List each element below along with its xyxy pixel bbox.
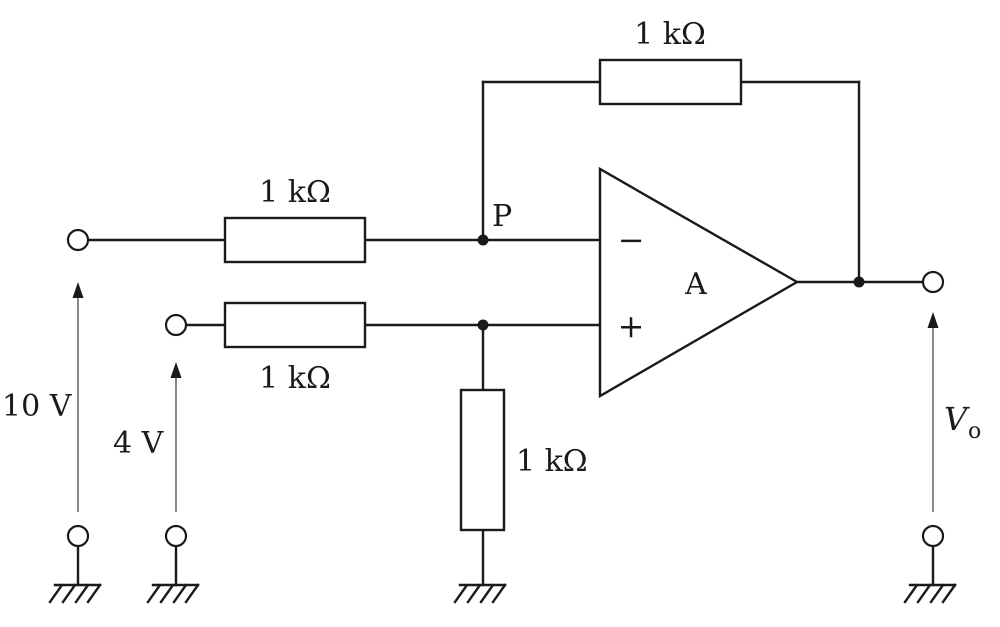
terminal-input2	[164, 313, 188, 337]
ground-symbol-input2	[146, 583, 200, 604]
ground-symbol-output	[903, 583, 957, 604]
junction-noninverting-node	[477, 319, 489, 331]
feedback-resistor	[598, 58, 743, 106]
input-voltage-2-label: 4 V	[113, 426, 165, 461]
input-resistor-noninverting	[223, 301, 367, 349]
terminal-input1	[66, 228, 90, 252]
opamp-label: A	[684, 267, 707, 302]
ground-symbol-resistor	[453, 583, 507, 604]
output-voltage-subscript: o	[968, 419, 981, 444]
terminal-output-return	[921, 524, 945, 548]
junction-node-p	[477, 234, 489, 246]
ground-resistor	[459, 388, 506, 532]
terminal-input2-return	[164, 524, 188, 548]
terminal-input1-return	[66, 524, 90, 548]
voltage-arrow-input1	[72, 282, 84, 512]
inverting-input-sign: −	[618, 221, 645, 259]
noninverting-input-sign: +	[618, 307, 645, 345]
feedback-resistor-label: 1 kΩ	[634, 17, 706, 52]
junction-output-node	[853, 276, 865, 288]
voltage-arrow-output	[927, 312, 939, 512]
node-p-label: P	[492, 199, 512, 234]
ground-symbol-input1	[48, 583, 102, 604]
terminal-output	[921, 270, 945, 294]
wires	[76, 80, 935, 587]
voltage-arrow-input2	[170, 362, 182, 512]
input-resistor-inverting	[223, 216, 367, 264]
opamp-triangle	[598, 166, 800, 399]
input-resistor-inverting-label: 1 kΩ	[259, 175, 331, 210]
input-voltage-1-label: 10 V	[2, 389, 73, 424]
ground-resistor-label: 1 kΩ	[516, 444, 588, 479]
output-voltage-symbol: V	[944, 400, 970, 438]
input-resistor-noninverting-label: 1 kΩ	[259, 361, 331, 396]
